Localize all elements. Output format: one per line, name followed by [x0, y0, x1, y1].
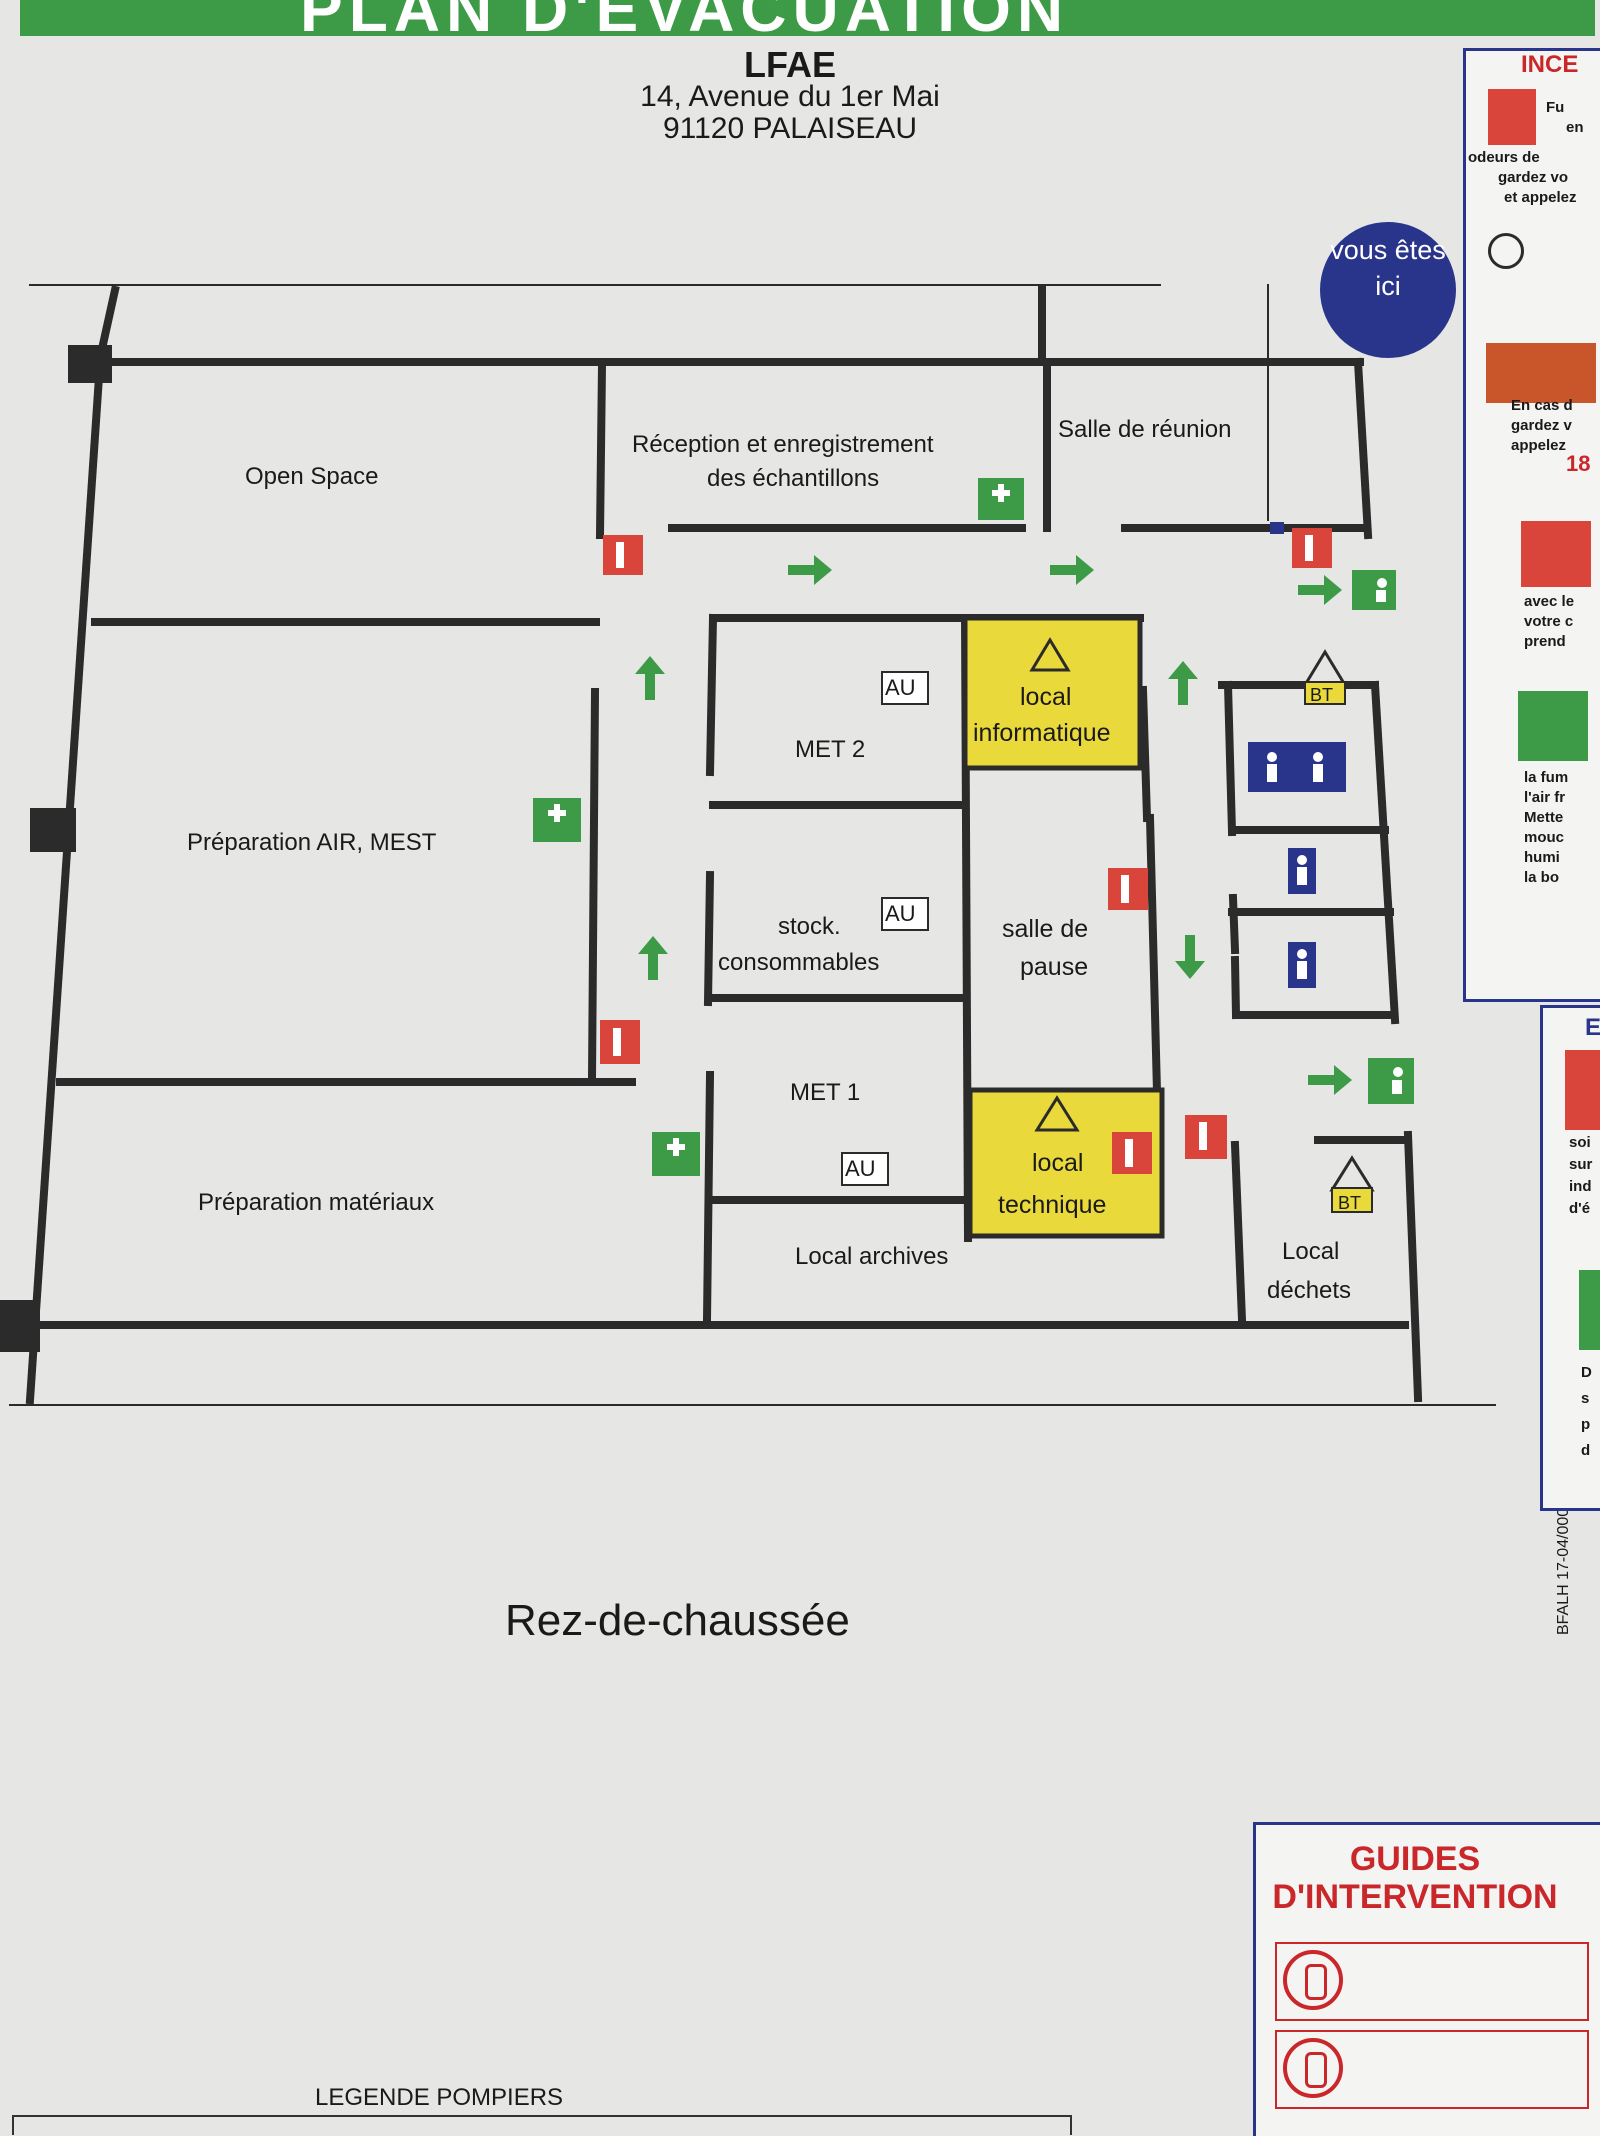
room-preparation-air: Préparation AIR, MEST: [187, 829, 437, 856]
room-local-informatique-line-1: local: [1020, 683, 1072, 711]
room-met1: MET 1: [790, 1079, 861, 1106]
instruction-line: avec le: [1524, 593, 1575, 610]
emergency-number: 18: [1566, 451, 1591, 476]
instruction-line: en: [1566, 119, 1584, 136]
exit-sign-icon: [1518, 691, 1588, 761]
instructions-heading-2: E: [1585, 1014, 1600, 1041]
room-met2: MET 2: [795, 736, 866, 763]
instruction-line: l'air fr: [1524, 789, 1566, 806]
arrow-up-icon: [1168, 661, 1198, 705]
room-reception-line-1: Réception et enregistrement: [632, 431, 934, 458]
instruction-line: votre c: [1524, 613, 1574, 630]
arrow-right-icon: [1308, 1065, 1352, 1095]
room-local-archives: Local archives: [795, 1243, 949, 1270]
instruction-line: appelez: [1511, 437, 1567, 454]
instruction-line: p: [1581, 1416, 1591, 1433]
phone-icon: [1283, 1950, 1343, 2010]
exit-sign-icon: [1352, 570, 1396, 610]
electrical-box-icon: [1331, 1187, 1373, 1213]
emergency-stop-icon: [881, 897, 929, 931]
banner-title: PLAN D'EVACUATION: [300, 0, 1070, 45]
instruction-line: odeurs de: [1468, 149, 1540, 166]
instruction-line: mouc: [1524, 829, 1565, 846]
room-salle-pause-line-1: salle de: [1002, 915, 1089, 943]
electrical-label: BT: [1338, 1193, 1362, 1213]
instruction-line: sur: [1569, 1156, 1593, 1173]
instruction-line: d: [1581, 1442, 1591, 1459]
you-are-here-marker: vous êtes ici: [1320, 222, 1456, 358]
toilet-sign-icon: [1248, 742, 1346, 792]
instruction-line: la fum: [1524, 769, 1569, 786]
emergency-stop-icon: [841, 1152, 889, 1186]
address-line-2: 91120 PALAISEAU: [662, 112, 918, 145]
instruction-line: prend: [1524, 633, 1566, 650]
emergency-stop-label: AU: [885, 675, 916, 700]
room-stock-line-1: stock.: [778, 913, 841, 940]
organization-name: LFAE: [743, 44, 836, 85]
floor-plan: [0, 284, 1496, 1406]
instruction-line: soi: [1569, 1134, 1591, 1151]
fire-extinguisher-icon: [1521, 521, 1591, 587]
room-salle-pause-line-2: pause: [1020, 953, 1089, 981]
instruction-line: Mette: [1524, 809, 1564, 826]
instruction-line: D: [1581, 1364, 1592, 1381]
room-open-space: Open Space: [245, 463, 379, 490]
electrical-label: BT: [1310, 685, 1334, 705]
emergency-stop-label: AU: [885, 901, 916, 926]
legend-title: LEGENDE POMPIERS: [315, 2084, 564, 2111]
room-local-dechets-line-1: Local: [1282, 1238, 1340, 1265]
legend-box: [12, 2115, 1072, 2135]
alarm-icon: [1565, 1050, 1600, 1130]
room-reception-line-2: des échantillons: [707, 465, 880, 492]
room-local-technique-line-1: local: [1032, 1149, 1084, 1177]
instruction-line: d'é: [1569, 1200, 1591, 1217]
room-stock-line-2: consommables: [718, 949, 880, 976]
address-line-1: 14, Avenue du 1er Mai: [640, 80, 940, 113]
instruction-line: gardez vo: [1498, 169, 1569, 186]
room-local-dechets-line-2: déchets: [1267, 1277, 1352, 1304]
instruction-line: et appelez: [1504, 189, 1577, 206]
room-local-informatique-line-2: informatique: [973, 719, 1111, 747]
emergency-stop-icon: [881, 671, 929, 705]
guide-row: [1275, 1942, 1589, 2021]
guides-title-line-2: D'INTERVENTION: [1272, 1878, 1558, 1916]
room-salle-reunion: Salle de réunion: [1058, 416, 1232, 443]
electrical-box-icon: [1304, 681, 1346, 705]
arrow-up-icon: [638, 936, 668, 980]
guide-row: [1275, 2030, 1589, 2109]
title-banner: [20, 0, 1595, 36]
warning-icon: [1034, 1095, 1080, 1132]
phone-icon: [1283, 2038, 1343, 2098]
arrow-right-icon: [1050, 555, 1094, 585]
instructions-panel: INCE Fu en odeurs de gardez vo et appele…: [1463, 48, 1600, 1002]
instruction-line: gardez v: [1511, 417, 1572, 434]
guides-title-line-1: GUIDES: [1349, 1840, 1481, 1878]
room-local-technique-line-2: technique: [998, 1191, 1107, 1219]
exit-sign-icon: [1579, 1270, 1600, 1350]
arrow-right-icon: [1298, 575, 1342, 605]
exit-sign-icon: [1368, 1058, 1414, 1104]
instruction-line: s: [1581, 1390, 1590, 1407]
fire-truck-icon: [1486, 343, 1596, 403]
arrow-right-icon: [788, 555, 832, 585]
room-preparation-materiaux: Préparation matériaux: [198, 1189, 435, 1216]
warning-icon: [1029, 637, 1071, 672]
instructions-panel-2: E soi sur ind d'é D s p d: [1540, 1005, 1600, 1511]
phone-icon: [1488, 89, 1536, 145]
arrow-down-icon: [1175, 935, 1205, 979]
arrow-up-icon: [635, 656, 665, 700]
instruction-line: Fu: [1546, 99, 1565, 116]
guides-title: GUIDES D'INTERVENTION: [1250, 1840, 1580, 1916]
floor-title: Rez-de-chaussée: [505, 1596, 850, 1645]
emergency-stop-label: AU: [845, 1156, 876, 1181]
instruction-line: ind: [1569, 1178, 1592, 1195]
instruction-line: la bo: [1524, 869, 1560, 886]
instruction-line: En cas d: [1511, 397, 1573, 414]
phone-icon: [1488, 233, 1524, 269]
instructions-heading: INCE: [1521, 51, 1579, 78]
instruction-line: humi: [1524, 849, 1560, 866]
